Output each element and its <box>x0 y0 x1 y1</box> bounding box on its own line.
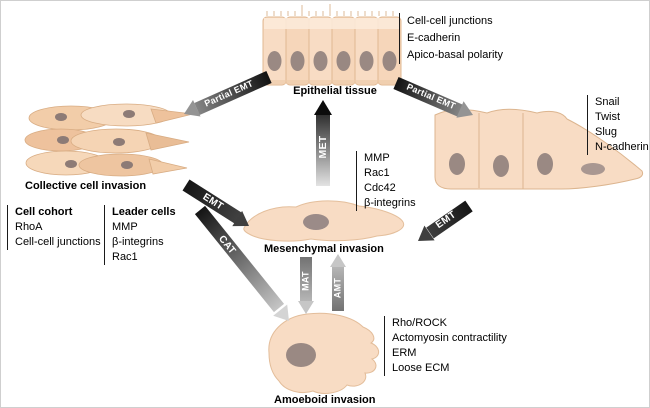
arrow-partial-emt-right: Partial EMT <box>393 77 473 118</box>
cell-protrusion <box>148 158 188 175</box>
mesenchymal-marker-list: MMP Rac1 Cdc42 β-integrins <box>356 151 416 211</box>
marker-item: Rac1 <box>112 251 138 263</box>
cell-protrusion <box>150 108 194 124</box>
nucleus <box>493 155 509 177</box>
nucleus <box>359 51 374 71</box>
arrow-shaft <box>194 71 272 115</box>
epithelial-tissue-illustration <box>262 4 402 86</box>
arrow-head <box>273 304 289 321</box>
arrow-head <box>330 254 346 267</box>
list-title: Cell cohort <box>15 206 73 218</box>
nucleus <box>449 153 465 175</box>
marker-item: Cell-cell junctions <box>407 15 493 27</box>
apical-band <box>264 18 400 29</box>
amoeboid-cell-illustration <box>268 312 380 394</box>
nucleus <box>537 153 553 175</box>
marker-item: MMP <box>364 152 390 164</box>
arrow-head <box>456 101 473 118</box>
arrow-head <box>232 210 249 227</box>
marker-item: Slug <box>595 126 618 138</box>
arrow-emt-left: EMT <box>182 179 249 227</box>
arrow-head <box>298 301 314 314</box>
nucleus <box>303 214 329 230</box>
nucleus <box>286 343 316 367</box>
marker-item: MMP <box>112 221 138 233</box>
caption-mesenchymal-invasion: Mesenchymal invasion <box>264 243 384 255</box>
arrow-label-met: MET <box>317 135 329 158</box>
nucleus <box>267 51 282 71</box>
marker-item: Rac1 <box>364 167 390 179</box>
nucleus <box>581 163 605 175</box>
cell-cohort-list: Cell cohort RhoA Cell-cell junctions <box>7 205 101 250</box>
epithelial-marker-list: Cell-cell junctions E-cadherin Apico-bas… <box>399 13 503 64</box>
cell-body <box>268 312 380 394</box>
arrow-mat: MAT <box>298 257 314 314</box>
cell-boundaries <box>478 113 524 189</box>
arrow-head <box>184 100 201 117</box>
marker-item: β-integrins <box>112 236 164 248</box>
arrow-shaft <box>393 77 464 117</box>
nucleus <box>382 51 397 71</box>
arrow-label-mat: MAT <box>300 271 310 291</box>
nucleus <box>113 138 125 146</box>
marker-item: N-cadherin <box>595 141 649 153</box>
marker-item: Snail <box>595 96 620 108</box>
collective-invasion-illustration <box>24 103 194 177</box>
list-title: Leader cells <box>112 206 176 218</box>
caption-epithelial-tissue: Epithelial tissue <box>293 85 377 97</box>
arrow-met: MET <box>314 100 332 186</box>
mesenchymal-cell-illustration <box>243 200 405 242</box>
marker-item: RhoA <box>15 221 43 233</box>
cell-protrusion <box>145 132 190 151</box>
arrow-label-amt: AMT <box>332 278 342 299</box>
arrow-shaft <box>182 179 242 224</box>
basal-band <box>264 80 400 84</box>
arrow-head <box>314 100 332 115</box>
nucleus <box>57 136 69 144</box>
nucleus <box>65 160 77 168</box>
nucleus <box>55 113 67 121</box>
nucleus <box>123 110 135 118</box>
arrow-amt: AMT <box>330 254 346 311</box>
nucleus <box>313 51 328 71</box>
right-emt-tissue-illustration <box>434 108 644 190</box>
arrow-shaft <box>194 205 285 313</box>
arrow-partial-emt-left: Partial EMT <box>184 71 272 117</box>
marker-item: ERM <box>392 347 417 359</box>
marker-item: β-integrins <box>364 197 416 209</box>
amoeboid-marker-list: Rho/ROCK Actomyosin contractility ERM Lo… <box>384 316 507 376</box>
marker-item: Rho/ROCK <box>392 317 448 329</box>
marker-item: Cell-cell junctions <box>15 236 101 248</box>
arrow-head <box>418 225 435 241</box>
arrow-emt-right: EMT <box>418 200 473 241</box>
leader-cells-list: Leader cells MMP β-integrins Rac1 <box>104 205 176 265</box>
arrow-shaft <box>426 200 473 239</box>
marker-item: Cdc42 <box>364 182 396 194</box>
marker-item: Actomyosin contractility <box>392 332 507 344</box>
nucleus <box>290 51 305 71</box>
marker-item: Loose ECM <box>392 362 450 374</box>
nucleus <box>121 161 133 169</box>
caption-collective-cell-invasion: Collective cell invasion <box>25 180 147 192</box>
nucleus <box>336 51 351 71</box>
emt-marker-list: Snail Twist Slug N-cadherin <box>587 95 649 155</box>
marker-item: Apico-basal polarity <box>407 49 503 61</box>
caption-amoeboid-invasion: Amoeboid invasion <box>274 394 376 406</box>
marker-item: E-cadherin <box>407 32 461 44</box>
marker-item: Twist <box>595 111 621 123</box>
microvilli <box>266 4 394 16</box>
